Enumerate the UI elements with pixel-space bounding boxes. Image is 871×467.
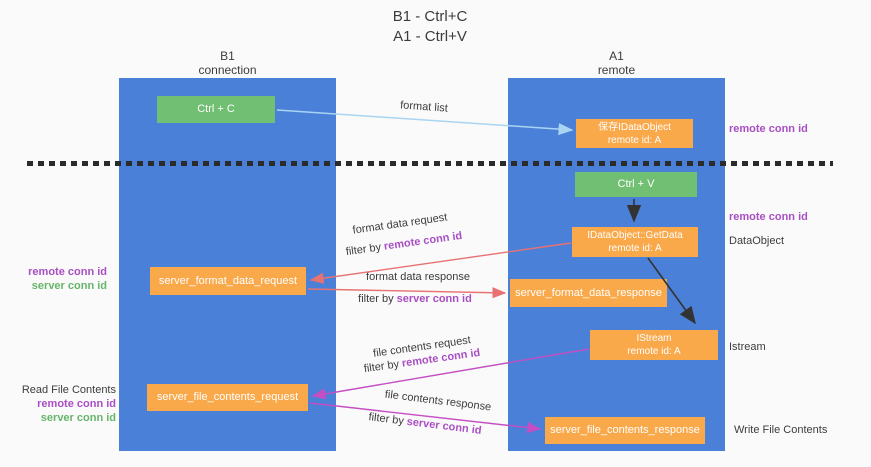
session-divider-dashed-line [27, 161, 833, 166]
title-line-2: A1 - Ctrl+V [393, 27, 467, 45]
left-mid-remote-conn-id: remote conn id [28, 266, 107, 278]
server-file-contents-request-box: server_file_contents_request [147, 384, 308, 411]
lane-b1-subtitle: connection [198, 63, 257, 78]
filter-by-text: filter by [363, 358, 400, 376]
idataobject-getdata-line1: IDataObject::GetData [587, 230, 683, 241]
filter-by-text: filter by [358, 293, 394, 305]
remote-conn-id-mid-label: remote conn id [729, 211, 808, 223]
left-mid-conn-id-labels: remote conn id server conn id [8, 265, 107, 293]
write-file-contents-label: Write File Contents [734, 424, 828, 436]
istream-line2: remote id: A [627, 346, 681, 357]
dataobject-label: DataObject [729, 235, 785, 247]
lane-header-b1: B1 connection [119, 49, 336, 78]
left-mid-server-conn-id: server conn id [31, 280, 107, 292]
istream-line1: IStream [636, 333, 672, 344]
server-file-contents-request-label: server_file_contents_request [156, 391, 299, 404]
lane-a1-subtitle: remote [597, 63, 636, 78]
remote-conn-id-text: remote conn id [383, 229, 463, 253]
ctrl-v-box: Ctrl + V [575, 172, 697, 197]
filter-by-text: filter by [367, 411, 405, 428]
server-file-contents-response-box: server_file_contents_response [545, 417, 705, 444]
left-bottom-remote-conn-id: remote conn id [37, 398, 116, 410]
server-format-data-response-label: server_format_data_response [515, 286, 662, 299]
read-file-contents-label: Read File Contents [21, 384, 116, 396]
diagram-title: B1 - Ctrl+C A1 - Ctrl+V [0, 7, 860, 46]
title-line-1: B1 - Ctrl+C [392, 8, 468, 25]
server-format-data-request-box: server_format_data_request [150, 267, 306, 295]
save-idataobject-line1: 保存IDataObject [598, 121, 671, 133]
remote-conn-id-top-label: remote conn id [729, 123, 808, 135]
server-format-data-request-label: server_format_data_request [158, 274, 298, 287]
save-idataobject-box: 保存IDataObject remote id: A [576, 119, 693, 148]
idataobject-getdata-line2: remote id: A [608, 243, 662, 254]
format-data-response-label: format data response [366, 271, 470, 283]
server-conn-id-text: server conn id [396, 293, 472, 305]
idataobject-getdata-box: IDataObject::GetData remote id: A [572, 227, 698, 257]
server-format-data-response-box: server_format_data_response [510, 279, 667, 307]
server-file-contents-response-label: server_file_contents_response [550, 424, 700, 437]
ctrl-c-label: Ctrl + C [197, 103, 235, 116]
lane-header-a1: A1 remote [508, 49, 725, 78]
ctrl-c-box: Ctrl + C [157, 96, 275, 123]
lane-a1-title: A1 [609, 49, 624, 63]
ctrl-v-label: Ctrl + V [617, 178, 655, 191]
file-contents-response-label: file contents response [384, 388, 492, 414]
left-bottom-labels: Read File Contents remote conn id server… [8, 383, 116, 425]
istream-box: IStream remote id: A [590, 330, 718, 360]
server-conn-id-text: server conn id [406, 415, 483, 437]
format-list-label: format list [399, 99, 449, 115]
lane-b1-title: B1 [220, 49, 235, 63]
left-bottom-server-conn-id: server conn id [40, 412, 116, 424]
filter-by-text: filter by [345, 241, 382, 259]
istream-side-label: Istream [729, 341, 766, 353]
save-idataobject-line2: remote id: A [607, 134, 662, 146]
